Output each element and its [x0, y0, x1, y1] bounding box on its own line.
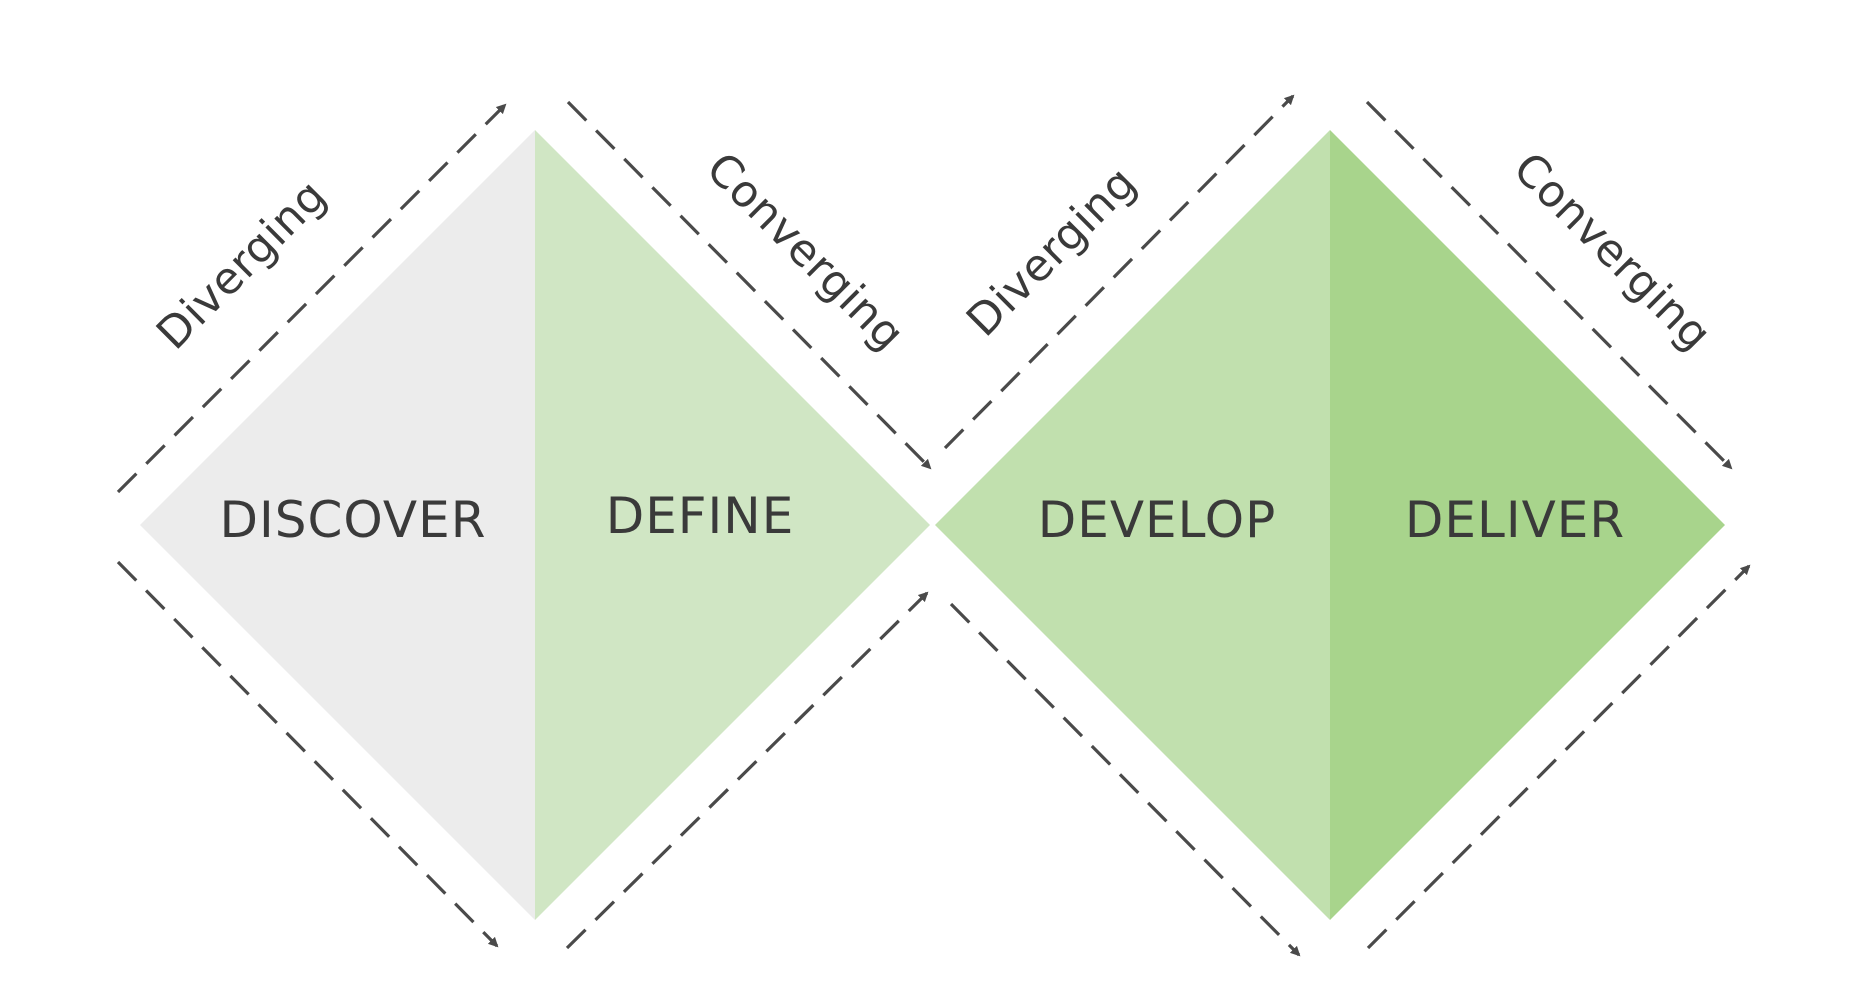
- deliver-segment: [1330, 130, 1725, 920]
- dashed-arrow-lower-left-2: [949, 602, 1301, 957]
- mode-label-diverging-2: Diverging: [957, 157, 1147, 347]
- discover-segment: [140, 130, 535, 920]
- mode-label-converging-2: Converging: [1503, 143, 1721, 361]
- define-segment: [535, 130, 930, 920]
- dashed-arrow-converging-2: [1365, 100, 1733, 470]
- dashed-arrow-lower-left-1: [116, 560, 499, 948]
- phase-label-discover: DISCOVER: [220, 491, 487, 549]
- dashed-arrow-lower-right-1: [565, 591, 929, 950]
- dashed-arrow-diverging-1: [116, 103, 507, 494]
- develop-segment: [935, 130, 1330, 920]
- dashed-arrow-diverging-2: [943, 94, 1295, 450]
- phase-label-develop: DEVELOP: [1038, 491, 1276, 549]
- mode-label-diverging-1: Diverging: [147, 170, 337, 360]
- phase-label-deliver: DELIVER: [1405, 491, 1625, 549]
- phase-label-define: DEFINE: [606, 487, 795, 545]
- dashed-arrow-lower-right-2: [1366, 564, 1751, 950]
- dashed-arrow-converging-1: [566, 100, 932, 470]
